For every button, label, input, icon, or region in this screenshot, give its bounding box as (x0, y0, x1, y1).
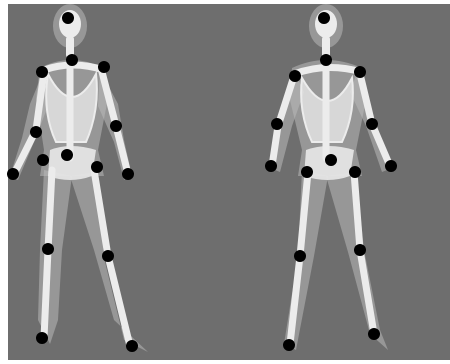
marker-left-elbow (110, 120, 122, 132)
marker-left-shoulder (354, 66, 366, 78)
marker-right-ankle (283, 339, 295, 351)
marker-left-knee (354, 244, 366, 256)
marker-left-knee (102, 250, 114, 262)
marker-left-ankle (368, 328, 380, 340)
marker-right-hip (37, 154, 49, 166)
marker-right-wrist (7, 168, 19, 180)
marker-left-elbow (366, 118, 378, 130)
marker-pelvis-center (61, 149, 73, 161)
marker-pelvis-center (325, 154, 337, 166)
marker-right-wrist (265, 160, 277, 172)
marker-left-wrist (122, 168, 134, 180)
marker-right-shoulder (36, 66, 48, 78)
marker-left-wrist (385, 160, 397, 172)
marker-right-knee (294, 250, 306, 262)
marker-left-hip (91, 161, 103, 173)
marker-right-ankle (36, 332, 48, 344)
marker-neck (320, 54, 332, 66)
marker-left-ankle (126, 340, 138, 352)
marker-right-hip (301, 166, 313, 178)
marker-neck (66, 54, 78, 66)
marker-right-elbow (271, 118, 283, 130)
marker-left-shoulder (98, 61, 110, 73)
marker-right-knee (42, 243, 54, 255)
marker-right-elbow (30, 126, 42, 138)
marker-head (318, 12, 330, 24)
marker-head (62, 12, 74, 24)
marker-left-hip (349, 166, 361, 178)
marker-right-shoulder (289, 70, 301, 82)
